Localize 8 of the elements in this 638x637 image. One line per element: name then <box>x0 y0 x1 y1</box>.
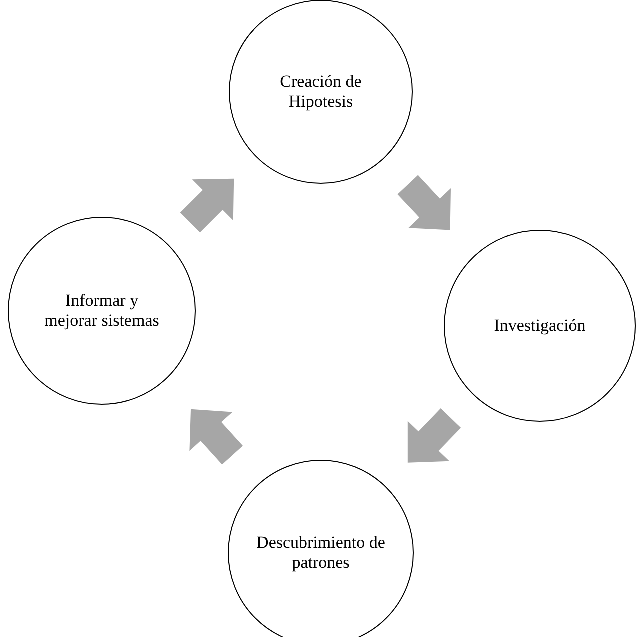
block-arrow <box>180 178 234 233</box>
block-arrow <box>398 175 451 230</box>
node-label: Descubrimiento de patrones <box>256 532 386 574</box>
node-label: Creación de Hipotesis <box>279 72 363 112</box>
block-arrow <box>190 409 243 465</box>
block-arrow <box>408 408 462 463</box>
node-label: Informar y mejorar sistemas <box>44 290 160 332</box>
node-label: Investigación <box>494 316 586 336</box>
